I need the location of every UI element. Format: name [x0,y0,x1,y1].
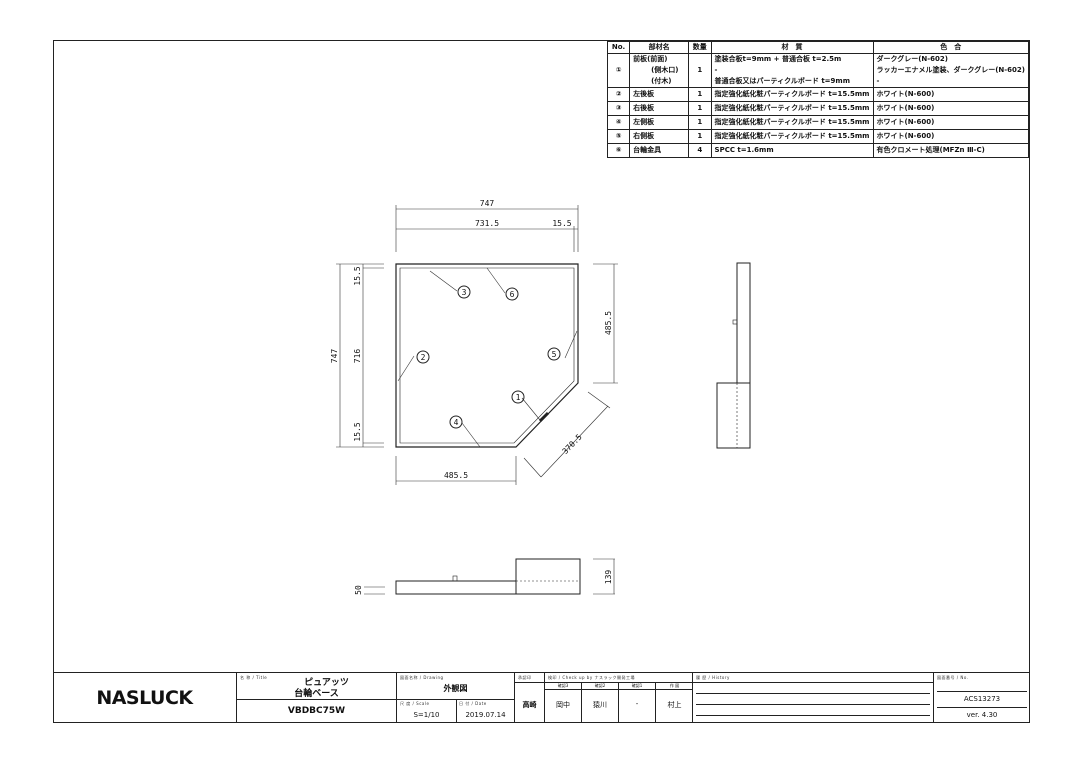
callout-6: 6 [510,290,515,299]
color-line: ホワイト(N-600) [876,104,935,112]
callout-4: 4 [454,418,459,427]
product-subname: 台輪ベース [294,689,339,699]
color-line: ラッカーエナメル塗装、ダークグレー(N-602) [876,66,1026,74]
cell-qty: 4 [688,143,712,158]
check-value: 猿川 [593,701,607,709]
color-line: 有色クロメート処理(MFZn Ⅲ-C) [876,146,985,154]
color-line: ホワイト(N-600) [876,118,935,126]
callout-5: 5 [552,350,557,359]
check-label: 検印 / Check up by ナスラック開発工場 [548,675,635,680]
scale-label: 尺 度 / Scale [400,701,430,706]
name-line: 前板(前面) [633,55,668,63]
color-line: ダークグレー(N-602) [876,55,949,63]
cell-no: ② [606,87,631,102]
check-header: 確認1 [631,683,643,688]
drawing-no-label: 図面番号 / No. [937,675,969,680]
product-name: ピュアッツ [304,678,349,688]
material-line: SPCC t=1.6mm [714,146,774,154]
dim-front-height: 50 [354,585,363,595]
material-line: 指定強化紙化粧パーティクルボード t=15.5mm [714,104,870,112]
callout-2: 2 [421,353,426,362]
side-view [716,262,751,449]
drawing-cell: 図面名称 / Drawing 外観図 尺 度 / Scale 日 付 / Dat… [397,673,515,723]
cell-qty: 1 [688,115,712,130]
title-block: NASLUCK 名 称 / Title ピュアッツ 台輪ベース VBDBC75W… [53,672,1030,723]
color-line: - [876,77,880,85]
color-line: ホワイト(N-600) [876,132,935,140]
material-line: 指定強化紙化粧パーティクルボード t=15.5mm [714,132,870,140]
name-line: 台輪金具 [633,146,662,154]
name-line: 左側板 [633,118,655,126]
cell-material: SPCC t=1.6mm [710,143,874,158]
approval-cell: 承認印 高崎 [515,673,545,723]
check-column: 確認2 猿川 [582,682,619,723]
dim-width-edge: 15.5 [552,219,571,228]
dim-right-side: 485.5 [604,311,613,335]
drawing-number: ACS13273 [963,695,1001,703]
name-line: (側木口) [651,66,679,74]
drawing-label: 図面名称 / Drawing [400,675,444,680]
material-line: 塗装合板t=9mm + 普通合板 t=2.5m [714,55,842,63]
check-value: 岡中 [556,701,570,709]
check-cell: 検印 / Check up by ナスラック開発工場 確認3 岡中 確認2 猿川 確認1… [545,673,693,723]
dim-diagonal: 370.5 [561,432,584,456]
history-label: 履 歴 / History [696,675,730,680]
cell-name: 台輪金具 [629,143,690,158]
scale-value: S=1/10 [413,711,440,719]
title-label: 名 称 / Title [240,675,268,680]
title-cell: 名 称 / Title ピュアッツ 台輪ベース VBDBC75W [237,673,397,723]
cell-no: ⑥ [606,143,631,158]
version: ver. 4.30 [966,711,998,719]
dim-width-total: 747 [480,199,495,208]
dim-width-inner: 731.5 [475,219,499,228]
drawing-frame [53,40,1030,723]
callout-3: 3 [462,288,467,297]
approval-value: 高崎 [522,701,537,709]
check-column: 確認3 岡中 [545,682,582,723]
check-value: - [635,700,639,708]
drawing-no-cell: 図面番号 / No. ACS13273 ver. 4.30 [934,673,1030,723]
callout-circles [416,285,561,429]
material-line: 普通合板又はパーティクルボード t=9mm [714,77,851,85]
check-column: 確認1 - [619,682,656,723]
dim-height-total: 747 [330,349,339,364]
dimension-lines [336,205,618,595]
front-view [395,558,581,595]
material-line: - [714,66,718,74]
history-cell: 履 歴 / History [693,673,934,723]
model-number: VBDBC75W [287,706,346,716]
plan-view [395,263,579,448]
nasluck-logo: NASLUCK [96,687,193,709]
name-line: 左後板 [633,90,655,98]
check-column: 作 図村上 [656,682,693,723]
date-label: 日 付 / Date [459,701,487,706]
dim-box-height: 139 [604,570,613,585]
date-value: 2019.07.14 [465,711,506,719]
cell-color: 有色クロメート処理(MFZn Ⅲ-C) [872,143,1029,158]
logo-cell: NASLUCK [53,673,237,723]
drawing-type: 外観図 [443,684,468,693]
dim-height-inner: 716 [353,349,362,364]
dim-edge-top: 15.5 [353,266,362,285]
name-line: 右後板 [633,104,655,112]
check-value: 村上 [667,701,682,709]
check-header: 作 図 [669,683,680,688]
material-line: 指定強化紙化粧パーティクルボード t=15.5mm [714,90,870,98]
cell-color: ダークグレー(N-602) ラッカーエナメル塗装、ダークグレー(N-602) - [872,53,1029,88]
cell-material: 塗装合板t=9mm + 普通合板 t=2.5m - 普通合板又はパーティクルボード … [710,53,874,88]
dim-edge-bottom: 15.5 [353,422,362,441]
approval-label: 承認印 [518,675,532,680]
check-header: 確認2 [594,683,606,688]
check-header: 確認3 [557,683,569,688]
material-line: 指定強化紙化粧パーティクルボード t=15.5mm [714,118,870,126]
dim-bottom-side: 485.5 [444,471,468,480]
name-line: (付木) [651,77,672,85]
color-line: ホワイト(N-600) [876,90,935,98]
callout-1: 1 [516,393,521,402]
name-line: 右側板 [633,132,655,140]
